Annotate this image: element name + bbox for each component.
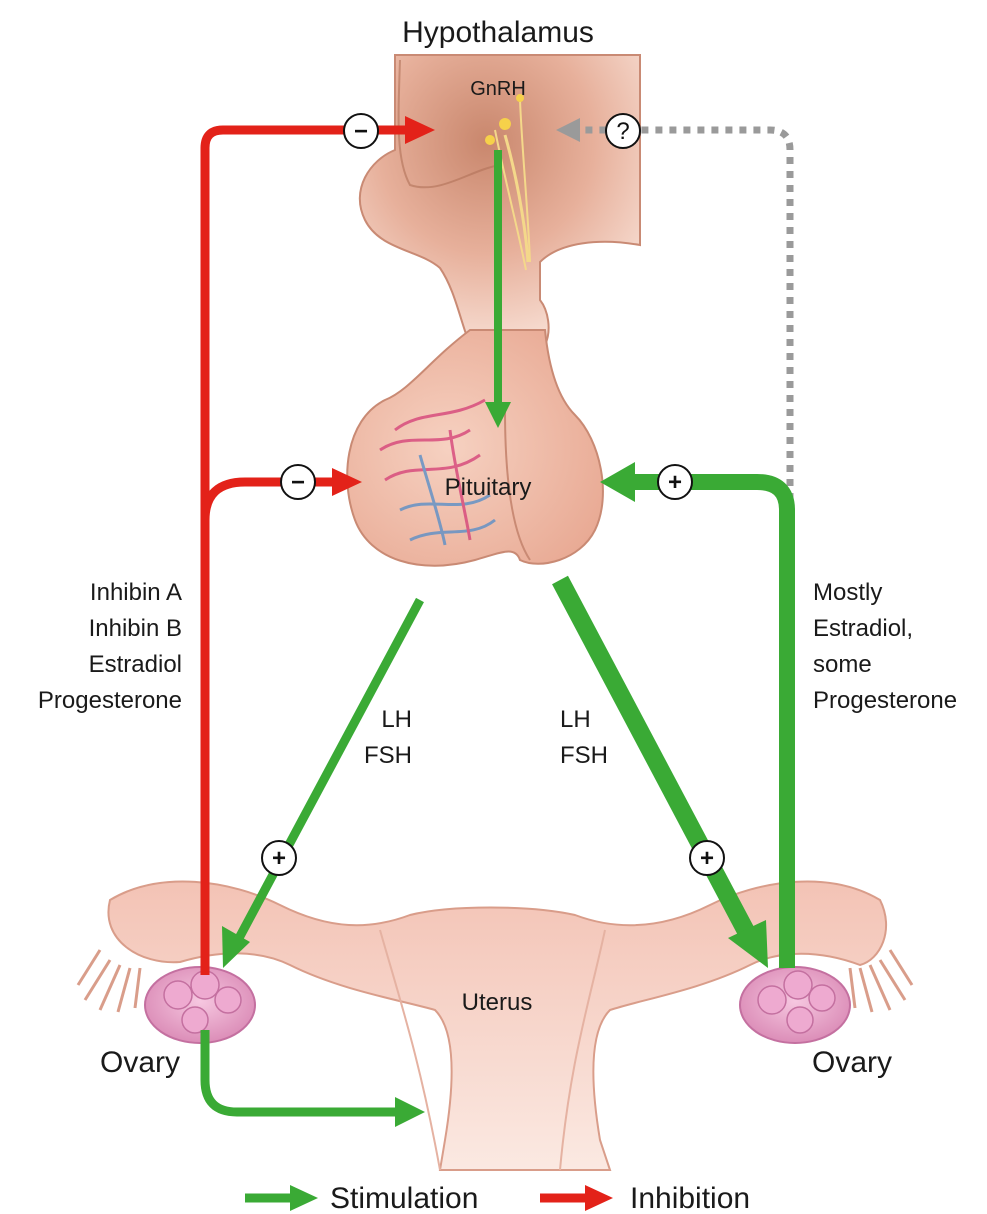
uterus-label: Uterus	[462, 989, 533, 1016]
fsh-label-right: FSH	[560, 742, 608, 769]
plus-sign-pituitary: +	[658, 465, 692, 499]
svg-text:+: +	[700, 845, 714, 872]
ovary-to-uterus-arrow	[205, 1030, 425, 1127]
stimulator-item: Progesterone	[813, 687, 957, 714]
gnrh-label: GnRH	[470, 78, 526, 100]
legend-inhibition-label: Inhibition	[630, 1182, 750, 1214]
question-sign: ?	[606, 114, 640, 148]
inhibitor-item: Progesterone	[38, 687, 182, 714]
inhibitor-item: Inhibin B	[89, 615, 182, 642]
ovary-right-icon	[740, 967, 850, 1043]
lh-fsh-arrow-left	[222, 600, 420, 968]
stimulator-item: some	[813, 651, 872, 678]
legend-stimulation-label: Stimulation	[330, 1182, 478, 1214]
stimulator-item: Mostly	[813, 579, 882, 606]
hypothalamus-label: Hypothalamus	[402, 16, 594, 49]
fimbriae-left	[78, 950, 140, 1012]
pituitary-label: Pituitary	[445, 474, 532, 501]
lh-fsh-arrow-right	[560, 580, 768, 968]
stimulator-list: Mostly Estradiol, some Progesterone	[813, 579, 957, 714]
svg-text:−: −	[291, 469, 305, 496]
plus-sign-right-ovary: +	[690, 841, 724, 875]
svg-text:−: −	[354, 118, 368, 145]
minus-sign-hypothalamus: −	[344, 114, 378, 148]
svg-text:+: +	[668, 469, 682, 496]
plus-sign-left-ovary: +	[262, 841, 296, 875]
inhibitor-list: Inhibin A Inhibin B Estradiol Progestero…	[38, 579, 182, 714]
minus-sign-pituitary: −	[281, 465, 315, 499]
fsh-label-left: FSH	[364, 742, 412, 769]
ovary-left-icon	[145, 967, 255, 1043]
legend-inhibition-arrow-icon	[540, 1185, 613, 1211]
stimulator-item: Estradiol,	[813, 615, 913, 642]
ovary-right-label: Ovary	[812, 1046, 892, 1079]
svg-text:?: ?	[616, 118, 629, 145]
lh-label-left: LH	[381, 706, 412, 733]
inhibitor-item: Inhibin A	[90, 579, 182, 606]
lh-label-right: LH	[560, 706, 591, 733]
ovary-left-label: Ovary	[100, 1046, 180, 1079]
svg-text:+: +	[272, 845, 286, 872]
pituitary-tissue	[347, 330, 603, 566]
legend-stimulation-arrow-icon	[245, 1185, 318, 1211]
legend: Stimulation Inhibition	[245, 1182, 750, 1214]
inhibitor-item: Estradiol	[89, 651, 182, 678]
